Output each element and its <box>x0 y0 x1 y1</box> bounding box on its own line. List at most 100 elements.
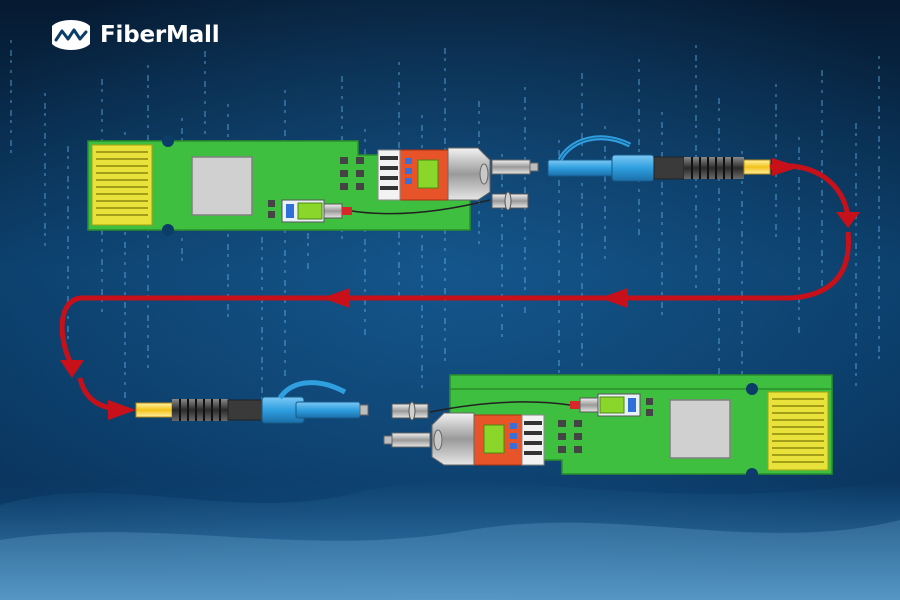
binary-digit <box>524 117 526 120</box>
pcb-notch <box>162 135 174 147</box>
binary-digit <box>124 322 126 325</box>
binary-digit <box>741 191 743 194</box>
binary-digit <box>775 184 777 187</box>
binary-digit <box>695 265 697 271</box>
binary-digit <box>364 139 366 142</box>
binary-digit <box>364 329 366 335</box>
binary-digit <box>501 184 503 187</box>
binary-digit <box>638 89 640 92</box>
binary-digit <box>101 99 103 102</box>
binary-digit <box>741 301 743 304</box>
binary-digit <box>444 48 446 54</box>
binary-digit <box>718 258 720 261</box>
binary-digit <box>798 237 800 243</box>
binary-digit <box>878 206 880 209</box>
binary-digit <box>44 153 46 156</box>
binary-digit <box>364 319 366 322</box>
binary-digit <box>284 260 286 263</box>
lc-latch-edge <box>559 137 631 161</box>
binary-digit <box>284 370 286 376</box>
binary-digit <box>44 113 46 116</box>
binary-digit <box>661 272 663 278</box>
binary-digit <box>181 258 183 261</box>
arrowheads <box>60 158 860 420</box>
binary-digit <box>524 237 526 240</box>
binary-digit <box>798 227 800 230</box>
binary-digit <box>821 220 823 226</box>
binary-digit <box>695 155 697 158</box>
binary-digit <box>147 345 149 351</box>
binary-digit <box>741 231 743 237</box>
binary-digit <box>558 280 560 283</box>
binary-digit <box>581 133 583 139</box>
binary-digit <box>147 275 149 278</box>
binary-digit <box>44 203 46 206</box>
binary-digit <box>44 183 46 186</box>
binary-digit <box>364 149 366 155</box>
binary-digit <box>124 362 126 368</box>
binary-digit <box>147 75 149 81</box>
binary-digit <box>284 90 286 93</box>
binary-digit <box>821 190 823 196</box>
binary-digit <box>10 40 12 43</box>
binary-digit <box>855 123 857 129</box>
binary-digit <box>284 110 286 113</box>
binary-digit <box>821 140 823 143</box>
binary-digit <box>67 156 69 159</box>
binary-digit <box>695 255 697 258</box>
binary-digit <box>284 230 286 233</box>
binary-digit <box>581 193 583 199</box>
binary-digit <box>855 383 857 386</box>
binary-digit <box>341 236 343 239</box>
binary-digit <box>524 177 526 180</box>
binary-digit <box>581 233 583 236</box>
binary-digit <box>695 205 697 211</box>
binary-digit <box>284 130 286 136</box>
binary-digit <box>581 283 583 289</box>
binary-digit <box>227 254 229 257</box>
binary-digit <box>581 123 583 126</box>
binary-digit <box>204 111 206 117</box>
binary-digit <box>604 186 606 189</box>
binary-digit <box>581 203 583 206</box>
binary-digit <box>855 363 857 369</box>
binary-digit <box>204 91 206 94</box>
binary-digit <box>227 264 229 267</box>
binary-digit <box>341 96 343 99</box>
binary-digit <box>581 83 583 86</box>
binary-digit <box>124 332 126 338</box>
binary-digit <box>695 195 697 198</box>
binary-digit <box>821 100 823 106</box>
binary-digit <box>284 300 286 303</box>
binary-digit <box>67 326 69 332</box>
binary-digit <box>638 149 640 152</box>
binary-digit <box>364 129 366 132</box>
binary-digit <box>798 257 800 260</box>
binary-digit <box>775 144 777 147</box>
binary-digit <box>661 242 663 248</box>
binary-digit <box>524 187 526 193</box>
rosa-chip <box>510 433 517 439</box>
binary-digit <box>878 256 880 262</box>
binary-digit <box>364 279 366 282</box>
binary-digit <box>741 341 743 344</box>
binary-digit <box>227 304 229 310</box>
binary-digit <box>695 115 697 121</box>
binary-digit <box>718 328 720 331</box>
binary-digit <box>821 230 823 233</box>
binary-digit <box>661 292 663 295</box>
binary-digit <box>284 290 286 293</box>
binary-digit <box>878 86 880 89</box>
fiber-cable-yellow <box>135 402 173 418</box>
pcb-notch <box>162 224 174 236</box>
rosa-pin-leads <box>380 156 398 190</box>
binary-digit <box>124 132 126 135</box>
binary-digit <box>147 255 149 261</box>
binary-digit <box>581 303 583 306</box>
binary-digit <box>444 288 446 294</box>
binary-digit <box>775 104 777 110</box>
binary-digit <box>284 280 286 286</box>
binary-digit <box>44 103 46 109</box>
binary-digit <box>821 240 823 243</box>
binary-digit <box>478 231 480 234</box>
